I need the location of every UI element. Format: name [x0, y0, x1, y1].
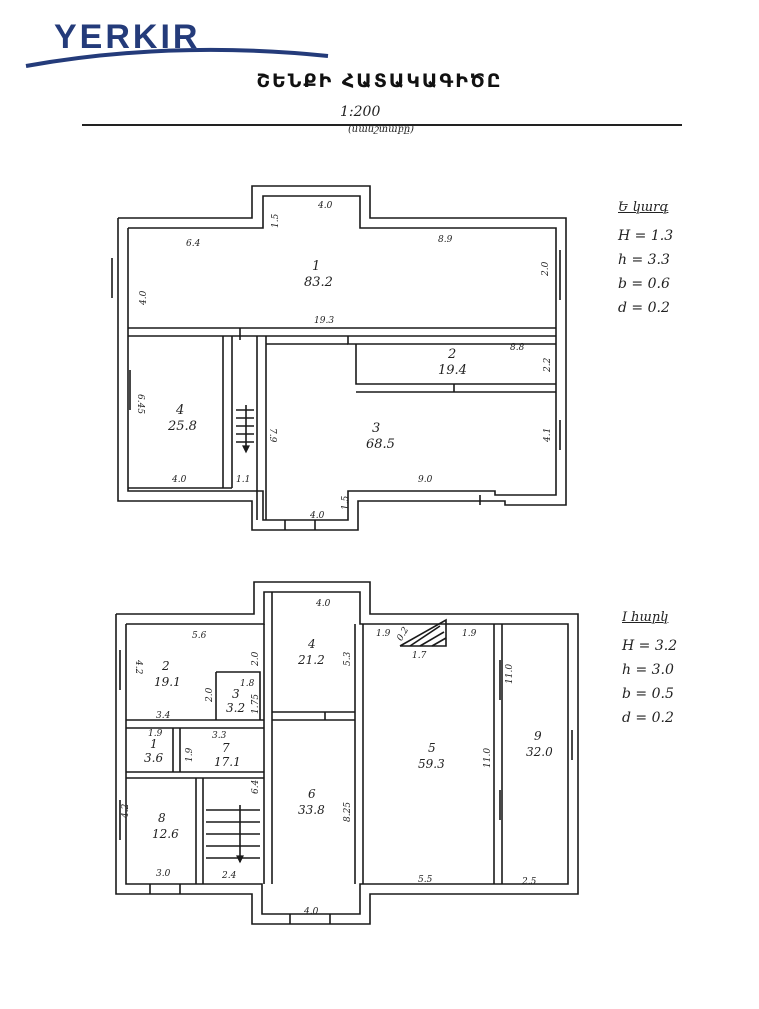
room-area: 19.4 [438, 363, 467, 378]
room-number: 4 [175, 403, 184, 418]
dimension-label: 3.0 [156, 869, 171, 879]
legend-line: d = 0.2 [618, 300, 670, 316]
room-area: 21.2 [297, 653, 325, 667]
upper-legend: Ե կաrգ H = 1.3 h = 3.3 b = 0.6 d = 0.2 [618, 196, 673, 320]
dimension-label: 11.0 [505, 664, 515, 684]
dimension-label: 1.9 [148, 729, 163, 739]
room-number: 1 [150, 737, 158, 751]
dimension-label: 1.9 [185, 747, 195, 762]
upper-dimension-labels: 4.0 1.5 6.4 8.9 2.0 4.0 19.3 8.8 2.2 6.4… [135, 201, 553, 521]
dimension-label: 5.5 [418, 875, 433, 885]
lower-legend: I հարկ H = 3.2 h = 3.0 b = 0.5 d = 0.2 [622, 606, 677, 730]
dimension-label: 6.4 [251, 779, 261, 794]
room-area: 17.1 [214, 755, 241, 769]
dimension-label: 4.1 [543, 428, 553, 443]
dimension-label: 3.3 [212, 731, 227, 741]
legend-line: H = 3.2 [622, 638, 678, 654]
lower-floor-walls [115, 581, 579, 925]
dimension-label: 1.5 [271, 213, 281, 228]
legend-title: I հարկ [622, 610, 669, 625]
room-number: 1 [312, 259, 320, 274]
dimension-label: 4.0 [171, 475, 187, 485]
dimension-label: 2.2 [543, 357, 553, 373]
dimension-label: 4.0 [303, 907, 319, 917]
room-area: 12.6 [152, 827, 179, 841]
room-area: 32.0 [526, 745, 553, 759]
room-number: 2 [161, 659, 170, 673]
dimension-label: 19.3 [314, 316, 334, 326]
room-area: 68.5 [366, 437, 395, 452]
dimension-label: 6.45 [135, 394, 145, 414]
dimension-label: 8.25 [343, 802, 353, 822]
dimension-label: 1.9 [376, 629, 391, 639]
dimension-label: 2.0 [251, 651, 261, 667]
dimension-label: 2.0 [205, 687, 215, 703]
dimension-label: 7.9 [267, 428, 277, 443]
legend-line: b = 0.6 [618, 276, 670, 292]
room-number: 5 [428, 741, 436, 755]
dimension-label: 1.8 [240, 679, 255, 689]
dimension-label: 1.1 [236, 475, 250, 485]
dimension-label: 1.75 [251, 694, 261, 714]
room-area: 33.8 [298, 803, 325, 817]
scale-label: 1:200 [340, 104, 381, 120]
dimension-label: 6.4 [186, 239, 201, 249]
legend-line: b = 0.5 [622, 686, 674, 702]
upper-room-labels: 1 83.2 2 19.4 3 68.5 4 25.8 [167, 259, 467, 452]
legend-line: H = 1.3 [618, 228, 674, 244]
dimension-label: 5.6 [192, 631, 207, 641]
logo-text: YERKIR [54, 18, 200, 56]
dimension-label: 4.0 [317, 201, 333, 211]
room-number: 6 [308, 787, 316, 801]
dimension-label: 9.0 [418, 475, 433, 485]
dimension-label: 2.4 [221, 871, 237, 881]
title-rule [82, 124, 682, 126]
room-area: 3.6 [144, 751, 163, 765]
room-number: 7 [222, 741, 230, 755]
yerkir-logo: YERKIR [25, 18, 329, 68]
room-number: 3 [372, 421, 380, 436]
room-area: 83.2 [304, 275, 333, 290]
page-title: ՇԵՆՔԻ ՀԱՏԱԿԱԳԻԾԸ [256, 70, 503, 92]
legend-line: h = 3.3 [618, 252, 670, 268]
room-area: 25.8 [167, 419, 197, 434]
dimension-label: 2.0 [541, 261, 551, 277]
lower-room-labels: 2 19.1 3 3.2 4 21.2 5 59.3 9 32.0 1 3.6 … [144, 637, 553, 841]
room-area: 59.3 [418, 757, 445, 771]
dimension-label: 4.0 [315, 599, 331, 609]
dimension-label: 8.9 [438, 235, 453, 245]
legend-line: h = 3.0 [622, 662, 674, 678]
lower-dimension-labels: 4.0 5.6 2.0 5.3 1.9 0.2 1.9 1.7 4.2 1.8 … [121, 599, 537, 917]
legend-line: d = 0.2 [622, 710, 674, 726]
room-number: 8 [158, 811, 166, 825]
dimension-label: 3.4 [156, 711, 171, 721]
room-area: 3.2 [226, 701, 245, 715]
dimension-label: 4.0 [309, 511, 325, 521]
dimension-label: 8.8 [510, 343, 525, 353]
room-number: 4 [307, 637, 316, 651]
dimension-label: 1.7 [412, 651, 427, 661]
dimension-label: 2.5 [521, 877, 537, 887]
dimension-label: 4.2 [121, 803, 131, 819]
dimension-label: 1.5 [341, 495, 351, 510]
dimension-label: 4.0 [139, 290, 149, 306]
room-number: 3 [232, 687, 240, 701]
room-number: 2 [447, 347, 456, 362]
dimension-label: 4.2 [133, 659, 143, 675]
dimension-label: 1.9 [462, 629, 477, 639]
scale-note: (մանշտաբը) [348, 124, 415, 135]
upper-floor-walls [111, 185, 567, 531]
room-area: 19.1 [154, 675, 181, 689]
legend-title: Ե կաrգ [618, 200, 669, 215]
room-number: 9 [534, 729, 542, 743]
dimension-label: 11.0 [483, 748, 493, 768]
stair-arrow-icon [236, 445, 250, 864]
dimension-label: 5.3 [343, 651, 353, 666]
